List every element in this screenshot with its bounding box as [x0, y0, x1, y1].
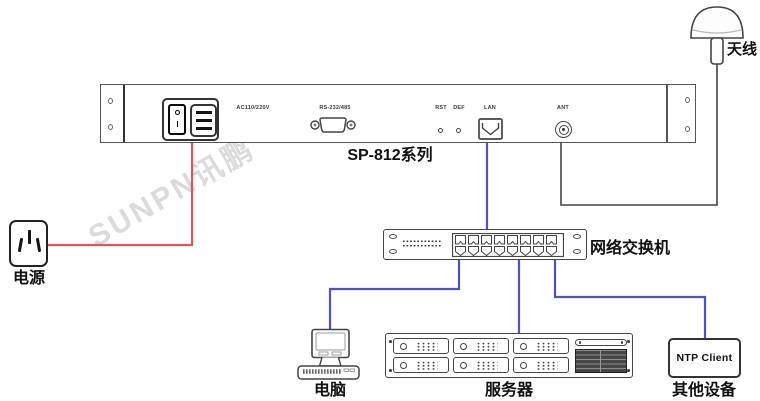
lan-cable-switch-to-ntp-client [553, 259, 707, 339]
drive-bay [393, 357, 449, 373]
antenna-port-label: ANT [557, 105, 569, 111]
switch-port-block [452, 233, 564, 257]
outlet-prong [28, 230, 31, 244]
lan-cable-switch-to-computer [328, 259, 461, 331]
computer-label: 电脑 [313, 382, 346, 399]
default-label: DEF [453, 105, 465, 111]
server-label: 服务器 [484, 382, 533, 399]
ntp-server-device: AC110/220V RS-232/485 RST DEF LAN ANT [100, 84, 696, 143]
other-devices-label: 其他设备 [671, 382, 736, 399]
outlet-prong [35, 237, 42, 253]
right-rack-ear-divider [666, 85, 668, 142]
slot-dot [620, 341, 623, 344]
gps-antenna-icon [690, 6, 744, 65]
ntp-client-text: NTP Client [676, 352, 733, 364]
drive-bay [393, 338, 449, 354]
network-switch-icon [383, 229, 587, 260]
drive-bay [453, 357, 509, 373]
iec-power-socket-icon [190, 104, 217, 137]
server-drive-bays [393, 338, 571, 373]
lan-port-label: LAN [484, 105, 496, 111]
rack-screw-hole [685, 97, 690, 103]
power-outlet-label: 电源 [12, 270, 45, 287]
drive-bay [513, 357, 569, 373]
server-cd-slot [575, 339, 627, 346]
rack-screw-hole [108, 98, 113, 104]
reset-button-icon [438, 128, 443, 133]
drive-bay [453, 338, 509, 354]
server-screw [627, 340, 630, 343]
antenna-label: 天线 [726, 41, 757, 58]
outlet-prong [17, 237, 24, 253]
reset-label: RST [435, 105, 447, 111]
power-inlet-module [162, 98, 219, 141]
socket-slot [196, 111, 212, 114]
slot-dot [579, 341, 582, 344]
db9-serial-connector-icon [310, 117, 356, 133]
power-switch-off-mark [174, 110, 180, 115]
power-switch-icon [168, 104, 186, 135]
switch-screw-hole [389, 249, 397, 254]
switch-screw-hole [573, 234, 581, 239]
power-switch-on-mark [176, 121, 179, 127]
rj45-lan-port-icon [478, 118, 503, 140]
ntp-client-box: NTP Client [668, 338, 741, 378]
power-cable [48, 140, 194, 247]
rack-screw-hole [685, 126, 690, 132]
socket-slot [196, 127, 212, 130]
server-screw [389, 369, 392, 372]
switch-vent-dots [402, 239, 442, 249]
left-rack-ear-divider [123, 85, 126, 142]
coax-pin [562, 128, 565, 131]
serial-port-label: RS-232/485 [319, 105, 351, 111]
server-vent-grille [575, 349, 627, 373]
server-screw [389, 340, 392, 343]
power-outlet-icon [9, 220, 48, 267]
antenna-cable [560, 64, 718, 206]
rack-screw-hole [108, 124, 113, 130]
network-switch-label: 网络交换机 [590, 240, 671, 257]
switch-screw-hole [573, 249, 581, 254]
default-button-icon [456, 128, 461, 133]
coax-ring [558, 124, 569, 135]
server-screw [627, 369, 630, 372]
socket-slot [196, 119, 212, 122]
switch-screw-hole [389, 234, 397, 239]
coax-antenna-connector-icon [555, 121, 572, 138]
ac-voltage-label: AC110/220V [236, 105, 270, 111]
computer-icon [297, 328, 360, 380]
drive-bay [513, 338, 569, 354]
device-model-label: SP-812系列 [347, 147, 433, 164]
server-icon [385, 333, 633, 378]
